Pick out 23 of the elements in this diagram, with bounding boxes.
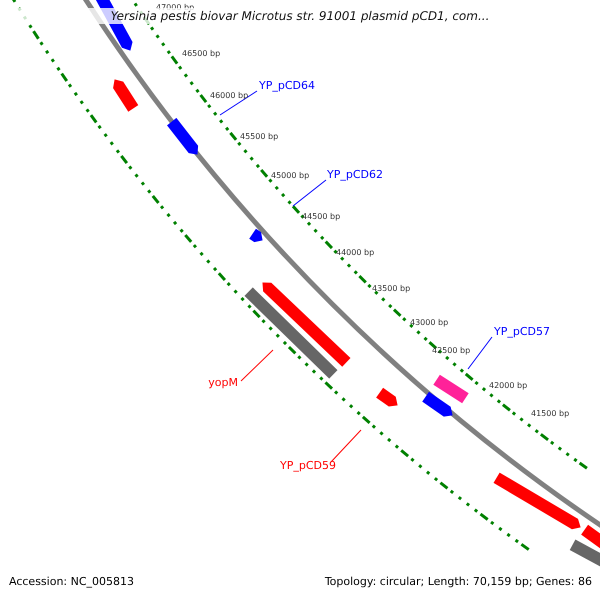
position-label: 44500 bp xyxy=(302,213,340,221)
gene-label: YP_pCD57 xyxy=(494,326,550,337)
gene-label: YP_pCD59 xyxy=(280,460,336,471)
leader-line xyxy=(292,180,326,206)
gene-label: YP_pCD62 xyxy=(327,169,383,180)
summary-text: Topology: circular; Length: 70,159 bp; Genes: 86 xyxy=(324,576,592,587)
leader-line xyxy=(220,90,258,116)
position-label: 42500 bp xyxy=(432,347,470,355)
position-label: 44000 bp xyxy=(336,249,374,257)
leader-line xyxy=(330,430,362,462)
position-label: 46000 bp xyxy=(210,92,248,100)
position-label: 41500 bp xyxy=(531,410,570,418)
gene-label: yopM xyxy=(208,377,238,388)
position-label: 43000 bp xyxy=(410,319,448,327)
position-label: 42000 bp xyxy=(489,382,528,390)
leader-line xyxy=(468,336,492,370)
gene-label: YP_pCD64 xyxy=(259,80,315,91)
position-label: 46500 bp xyxy=(182,50,220,58)
position-label: 45500 bp xyxy=(240,133,278,141)
accession-text: Accession: NC_005813 xyxy=(9,576,134,587)
position-label: 45000 bp xyxy=(271,172,310,180)
leader-line xyxy=(240,350,274,382)
position-label: 43500 bp xyxy=(372,285,410,293)
